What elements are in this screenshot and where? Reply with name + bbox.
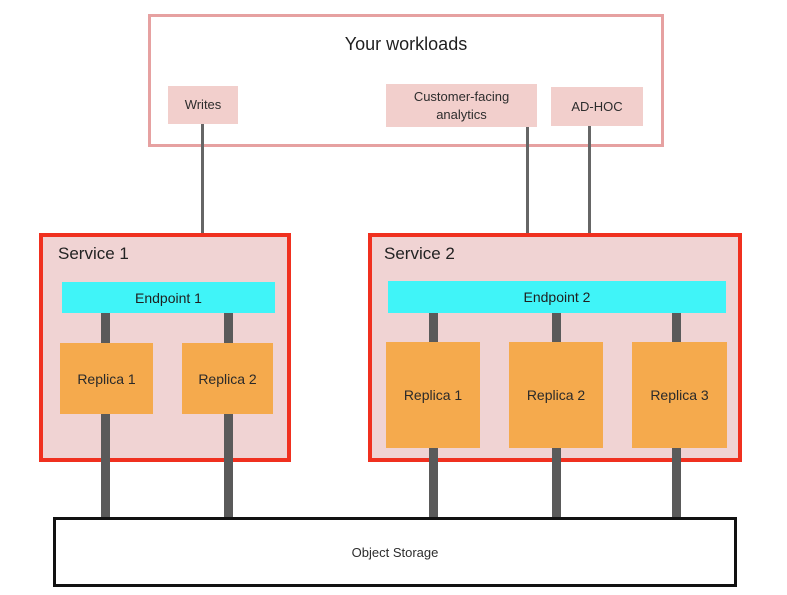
service2-replica1: Replica 1 [386, 342, 480, 448]
arrow-adhoc-to-endpoint2-line [588, 126, 591, 255]
object-storage-box: Object Storage [53, 517, 737, 587]
connector-endpoint1-replica2 [224, 313, 233, 343]
connector-endpoint2-replica3 [672, 313, 681, 342]
connector-s2-replica1-storage [429, 448, 438, 520]
workload-ad-hoc: AD-HOC [551, 87, 643, 126]
service2-label: Service 2 [384, 244, 455, 263]
connector-endpoint2-replica2 [552, 313, 561, 342]
connector-endpoint1-replica1 [101, 313, 110, 343]
workloads-title: Your workloads [344, 34, 468, 54]
connector-s1-replica1-storage [101, 414, 110, 520]
service2-replica2: Replica 2 [509, 342, 603, 448]
connector-s1-replica2-storage [224, 414, 233, 520]
arrow-writes-to-endpoint1-line [201, 124, 204, 248]
workload-customer-facing-analytics: Customer-facing analytics [386, 84, 537, 127]
arrow-analytics-to-endpoint2-line [526, 127, 529, 255]
connector-endpoint2-replica1 [429, 313, 438, 342]
connector-s2-replica2-storage [552, 448, 561, 520]
service1-replica1: Replica 1 [60, 343, 153, 414]
object-storage-label: Object Storage [351, 544, 439, 560]
service1-label: Service 1 [58, 244, 129, 263]
service2-replica3: Replica 3 [632, 342, 727, 448]
workload-writes: Writes [168, 86, 238, 124]
endpoint1: Endpoint 1 [62, 282, 275, 313]
service1-replica2: Replica 2 [182, 343, 273, 414]
endpoint2: Endpoint 2 [388, 281, 726, 313]
connector-s2-replica3-storage [672, 448, 681, 520]
